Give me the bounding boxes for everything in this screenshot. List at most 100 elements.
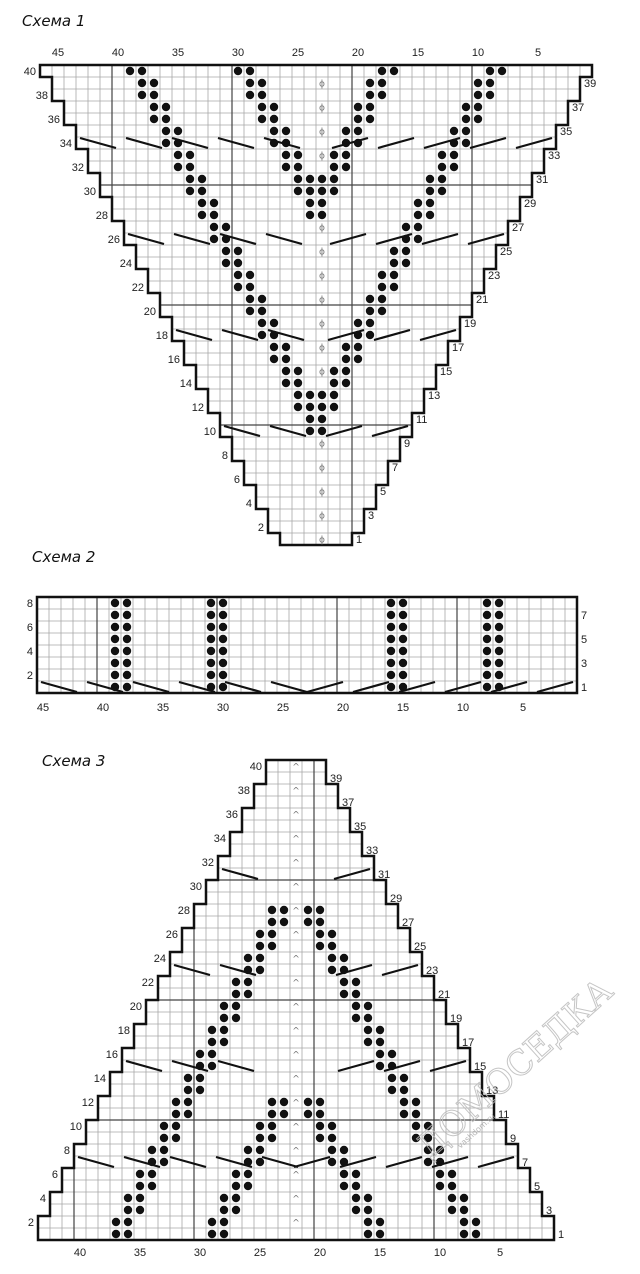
purl-dot [365,306,375,316]
stitch-number-label: 25 [292,47,304,59]
purl-dot [110,634,120,644]
purl-dot [353,318,363,328]
stitch-number-label: 10 [457,702,469,714]
purl-dot [401,246,411,256]
purl-dot [303,1109,313,1119]
purl-dot [243,1157,253,1167]
purl-dot [473,102,483,112]
purl-dot [245,294,255,304]
purl-dot [255,965,265,975]
purl-dot [209,234,219,244]
purl-dot [122,646,132,656]
purl-dot [339,1145,349,1155]
decrease-slash [431,1155,469,1169]
purl-dot [386,634,396,644]
decrease-slash [217,1059,255,1073]
row-number-label: 15 [474,1061,486,1073]
decrease-slash [477,1155,515,1169]
row-number-label: 22 [132,282,144,294]
purl-dot [279,1097,289,1107]
stitch-number-label: 45 [52,47,64,59]
purl-dot [329,378,339,388]
purl-dot [339,989,349,999]
row-number-label: 26 [166,929,178,941]
twisted-stitch-symbol: ϕ [319,272,325,282]
purl-dot [137,78,147,88]
stitch-number-label: 30 [194,1247,206,1259]
decrease-slash [178,680,216,694]
row-number-label: 14 [180,378,192,390]
purl-dot [267,929,277,939]
purl-dot [351,1169,361,1179]
decrease-slash [385,1155,423,1169]
purl-dot [341,150,351,160]
purl-dot [197,198,207,208]
purl-dot [485,78,495,88]
purl-dot [365,114,375,124]
stitch-number-label: 15 [397,702,409,714]
purl-dot [447,1169,457,1179]
row-number-label: 6 [52,1169,58,1181]
purl-dot [147,1181,157,1191]
row-number-label: 27 [512,222,524,234]
row-number-label: 35 [354,821,366,833]
purl-dot [122,610,132,620]
purl-dot [233,66,243,76]
row-number-label: 6 [234,474,240,486]
increase-symbol: ^ [292,1195,300,1205]
purl-dot [327,1145,337,1155]
decrease-slash [515,136,553,150]
purl-dot [375,1229,385,1239]
row-number-label: 6 [27,622,33,634]
purl-dot [245,306,255,316]
purl-dot [135,1181,145,1191]
row-number-label: 13 [428,390,440,402]
purl-dot [315,1133,325,1143]
purl-dot [257,318,267,328]
purl-dot [218,658,228,668]
increase-symbol: ^ [292,763,300,773]
row-number-label: 14 [94,1073,106,1085]
purl-dot [245,78,255,88]
decrease-slash [223,424,261,438]
purl-dot [218,682,228,692]
purl-dot [363,1229,373,1239]
purl-dot [218,598,228,608]
decrease-slash [373,328,411,342]
twisted-stitch-symbol: ϕ [319,368,325,378]
purl-dot [173,150,183,160]
purl-dot [473,90,483,100]
purl-dot [401,222,411,232]
purl-dot [255,929,265,939]
decrease-slash [383,1059,421,1073]
purl-dot [245,90,255,100]
purl-dot [221,246,231,256]
purl-dot [281,150,291,160]
row-number-label: 21 [476,294,488,306]
purl-dot [363,1013,373,1023]
decrease-slash [331,136,369,150]
increase-symbol: ^ [292,883,300,893]
row-number-label: 38 [36,90,48,102]
purl-dot [207,1217,217,1227]
row-number-label: 7 [581,610,587,622]
purl-dot [473,78,483,88]
decrease-slash [269,424,307,438]
purl-dot [351,1181,361,1191]
purl-dot [269,354,279,364]
purl-dot [315,905,325,915]
decrease-slash [375,232,413,246]
purl-dot [398,598,408,608]
row-number-label: 2 [28,1217,34,1229]
purl-dot [110,646,120,656]
purl-dot [317,402,327,412]
purl-dot [375,1061,385,1071]
row-number-label: 9 [404,438,410,450]
row-number-label: 2 [27,670,33,682]
decrease-slash [421,232,459,246]
purl-dot [110,622,120,632]
purl-dot [329,162,339,172]
purl-dot [447,1205,457,1215]
row-number-label: 4 [246,498,252,510]
